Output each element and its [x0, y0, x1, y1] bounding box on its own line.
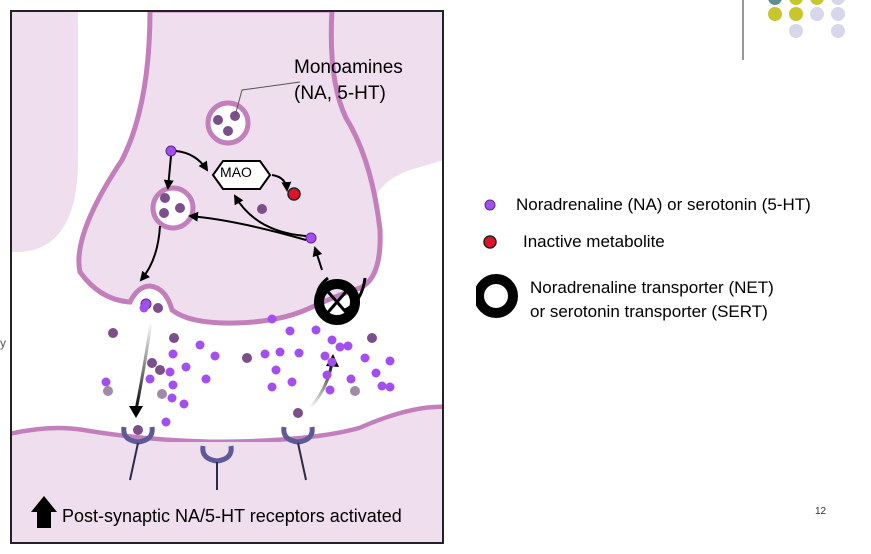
fusing-vesicle-monoamine — [153, 303, 163, 313]
block-x — [321, 285, 353, 319]
page-number: 12 — [815, 506, 827, 517]
deco-dot — [810, 7, 824, 21]
arrow — [139, 225, 161, 282]
postsynaptic-receptor — [121, 425, 155, 481]
arrow — [312, 246, 323, 271]
arrow — [163, 155, 174, 190]
arrow — [175, 150, 209, 172]
legend-inactive-label: Inactive metabolite — [523, 232, 665, 251]
synapse-diagram: Monoamines (NA, 5-HT) MAO Post-synaptic … — [9, 7, 445, 544]
postsynaptic-receptor — [200, 445, 234, 490]
deco-dot — [810, 0, 824, 5]
synaptic-cleft — [10, 10, 444, 441]
release-arrow — [134, 321, 153, 411]
deco-dot — [831, 7, 845, 21]
deco-dot — [789, 7, 803, 21]
mao-enzyme — [211, 160, 272, 190]
decorative-dots — [742, 0, 845, 60]
free-monoamine — [165, 145, 177, 157]
free-monoamine — [305, 232, 317, 244]
legend-transporter-sublabel: or serotonin transporter (SERT) — [530, 302, 768, 321]
vesicle — [150, 185, 196, 231]
deco-dot — [768, 0, 782, 5]
monoamines-sublabel: (NA, 5-HT) — [294, 83, 386, 104]
deco-dot — [831, 24, 845, 38]
deco-dot — [789, 0, 803, 5]
vesicle-monoamine — [159, 208, 169, 218]
vesicle-monoamine — [213, 115, 223, 125]
transporter-icon — [476, 274, 518, 318]
legend-na-label: Noradrenaline (NA) or serotonin (5-HT) — [516, 195, 811, 214]
vesicle-monoamine — [160, 193, 170, 203]
panel-border — [10, 10, 444, 544]
deco-dot — [831, 0, 845, 5]
caption: Post-synaptic NA/5-HT receptors activate… — [62, 506, 402, 526]
postsynaptic-fill-edge — [10, 408, 444, 450]
cleft-monoamines — [101, 303, 395, 427]
mao-label: MAO — [220, 164, 252, 180]
legend-transporter-label: Noradrenaline transporter (NET) — [530, 278, 774, 297]
monoamines-label: Monoamines — [294, 57, 403, 78]
deco-dot — [789, 24, 803, 38]
legend-icons — [476, 199, 518, 318]
vesicle-monoamine — [257, 204, 267, 214]
blocked-transporter — [314, 279, 360, 325]
vesicle-monoamine — [223, 126, 233, 136]
vesicle-monoamine — [175, 203, 185, 213]
up-arrow-icon — [31, 496, 57, 528]
label-leader-line — [234, 81, 301, 117]
release-arrowhead — [129, 406, 143, 418]
inactive-metabolite — [287, 187, 301, 201]
postsynaptic-receptor — [281, 408, 315, 481]
noradrenaline-serotonin-icon — [484, 199, 496, 211]
deco-dot — [768, 7, 782, 21]
arrow — [233, 194, 307, 237]
stray-text: y — [0, 336, 6, 350]
arrow — [271, 174, 292, 192]
inactive-metabolite-icon — [483, 235, 497, 249]
arrow — [188, 211, 307, 241]
